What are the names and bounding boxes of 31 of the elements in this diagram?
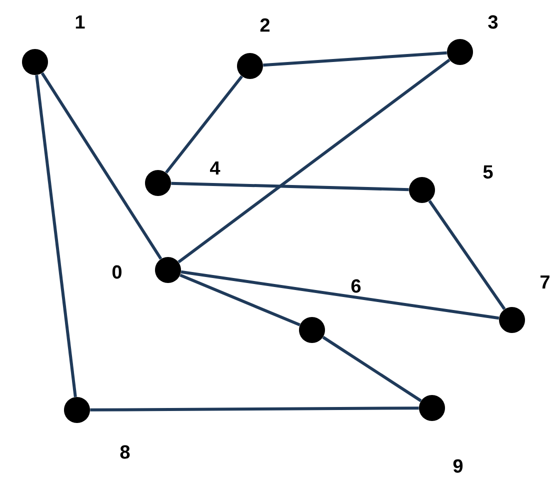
edge-line (178, 58, 450, 264)
edge-line (35, 74, 77, 398)
edge-line (322, 336, 422, 402)
edge-line (40, 72, 162, 260)
dot (155, 257, 181, 283)
dot (299, 317, 325, 343)
edge-line (90, 406, 419, 412)
node-label: 1 (74, 14, 86, 30)
dot (447, 39, 473, 65)
dot (409, 177, 435, 203)
node-label: 7 (538, 274, 552, 290)
node-label: 8 (118, 444, 132, 460)
node-label: 0 (110, 264, 124, 280)
dot (22, 49, 48, 75)
dot (64, 397, 90, 423)
node-label: 4 (208, 160, 222, 176)
dot (499, 307, 525, 333)
dot (145, 170, 171, 196)
node-label: 3 (486, 14, 500, 30)
edge-line (180, 274, 300, 326)
edge-line (171, 182, 409, 192)
edge-line (164, 75, 244, 174)
edge-line (263, 51, 447, 67)
dot (419, 395, 445, 421)
node-label: 2 (258, 17, 272, 33)
node-label: 9 (452, 458, 464, 474)
node-label: 6 (350, 278, 362, 294)
edge-line (428, 200, 506, 310)
edge-line (180, 270, 500, 320)
dot (237, 53, 263, 79)
node-label: 5 (482, 164, 494, 180)
